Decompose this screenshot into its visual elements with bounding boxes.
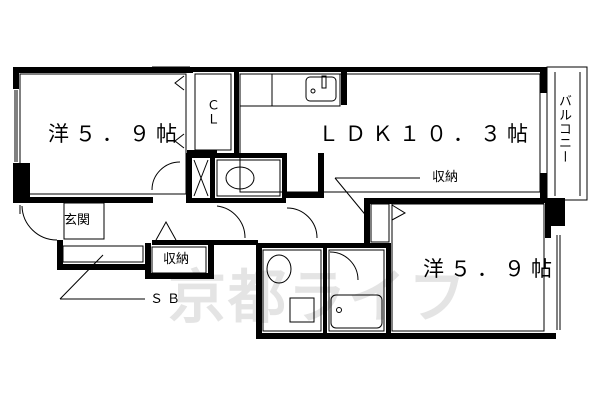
walls [13, 67, 565, 339]
storage-label-ldk: 収納 [432, 170, 459, 185]
storage-label-hall: 収納 [163, 252, 190, 267]
entrance-label: 玄関 [64, 213, 91, 228]
balcony-label: バルコニー [556, 94, 571, 164]
fixtures [14, 66, 588, 332]
room-label-western-1: 洋５．９帖 [48, 122, 183, 146]
room-label-western-2: 洋５．９帖 [423, 257, 558, 281]
room-label-ldk: ＬＤＫ１０．３帖 [318, 122, 534, 146]
shoe-box-label: ＳＢ [150, 292, 185, 307]
watermark: 京都ライフ [168, 263, 469, 331]
closet-label: ＣＬ [204, 98, 219, 126]
